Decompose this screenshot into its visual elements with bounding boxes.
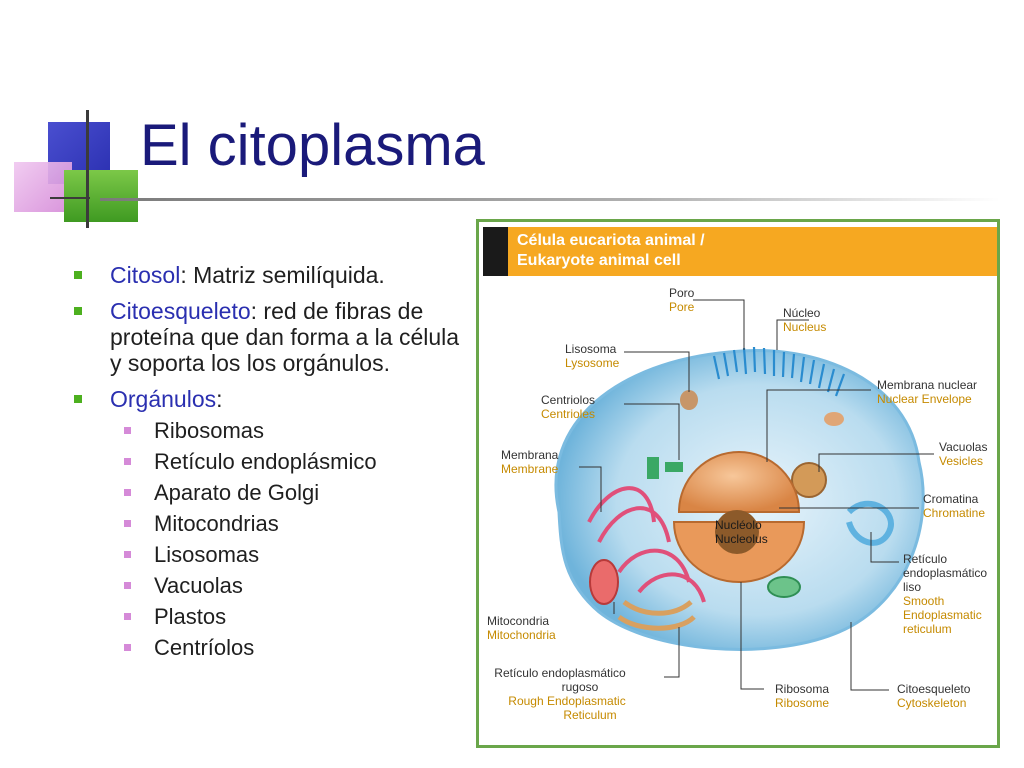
bullet-term: Citosol (110, 262, 181, 288)
green-bullet-icon (74, 307, 82, 315)
title-rule (100, 198, 1000, 201)
label-en: Nucleus (783, 320, 827, 334)
label-en: Mitochondria (487, 628, 556, 642)
bullet-term: Orgánulos (110, 386, 217, 412)
pink-bullet-icon (124, 551, 131, 558)
label-en: Pore (669, 300, 695, 314)
label-es: Ribosoma (775, 682, 830, 696)
sub-bullet-text: Ribosomas (154, 418, 265, 443)
slide-title: El citoplasma (140, 113, 485, 178)
pink-bullet-icon (124, 613, 131, 620)
cell-figure: Célula eucariota animal / Eukaryote anim… (476, 219, 1000, 748)
bullet-text: : red de fibras de proteína que dan form… (110, 298, 460, 376)
decor-vertical-line (86, 110, 89, 228)
sub-bullet-text: Plastos (154, 604, 227, 629)
label-en: Chromatine (923, 506, 986, 520)
pink-bullet-icon (124, 489, 131, 496)
sub-bullet-text: Vacuolas (154, 573, 243, 598)
sub-bullet: Aparato de Golgi (74, 480, 474, 505)
sub-bullet: Plastos (74, 604, 474, 629)
label-reticulo-rugoso: Retículo endoplasmático rugoso Rough End… (485, 666, 635, 722)
label-en: Rough Endoplasmatic (508, 694, 626, 708)
label-es: Retículo (903, 552, 948, 566)
bullet-organulos: Orgánulos: (74, 386, 474, 412)
figure-header-bar (483, 227, 508, 276)
label-en: Reticulum (563, 708, 617, 722)
sub-bullet: Centríolos (74, 635, 474, 660)
sub-bullet: Ribosomas (74, 418, 474, 443)
sub-bullet: Vacuolas (74, 573, 474, 598)
figure-title-es: Célula eucariota animal / (517, 232, 705, 249)
pink-bullet-icon (124, 520, 131, 527)
label-es: rugoso (561, 680, 599, 694)
label-en: Membrane (501, 462, 559, 476)
green-bullet-icon (74, 395, 82, 403)
pink-bullet-icon (124, 458, 131, 465)
label-es: Cromatina (923, 492, 979, 506)
label-es: Retículo endoplasmático (494, 666, 626, 680)
label-es: liso (903, 580, 922, 594)
figure-title: Célula eucariota animal / Eukaryote anim… (517, 231, 705, 271)
label-es: Poro (669, 286, 695, 300)
cell-illustration (554, 299, 934, 691)
decor-short-line (50, 197, 90, 199)
label-es: Nucléolo (715, 518, 762, 532)
bullet-term: Citoesqueleto (110, 298, 251, 324)
bullet-list: Citosol: Matriz semilíquida. Citoesquele… (74, 262, 474, 660)
label-es: Lisosoma (565, 342, 617, 356)
bullet-citosol: Citosol: Matriz semilíquida. (74, 262, 474, 288)
label-es: Membrana (501, 448, 559, 462)
label-es: Vacuolas (939, 440, 988, 454)
sub-bullet: Mitocondrias (74, 511, 474, 536)
pink-bullet-icon (124, 644, 131, 651)
label-es: endoplasmático (903, 566, 988, 580)
sub-bullet: Lisosomas (74, 542, 474, 567)
sub-bullet-text: Lisosomas (154, 542, 260, 567)
label-en: Lysosome (565, 356, 620, 370)
label-en: Nuclear Envelope (877, 392, 972, 406)
label-en: Vesicles (939, 454, 984, 468)
bullet-text: : Matriz semilíquida. (180, 262, 385, 288)
pink-bullet-icon (124, 427, 131, 434)
decor-pink-square (14, 162, 72, 212)
label-es: Centriolos (541, 393, 596, 407)
label-en: reticulum (903, 622, 952, 636)
sub-bullet-text: Mitocondrias (154, 511, 279, 536)
bullet-citoesqueleto: Citoesqueleto: red de fibras de proteína… (74, 298, 474, 376)
sub-bullet-text: Centríolos (154, 635, 255, 660)
sub-bullet-text: Retículo endoplásmico (154, 449, 377, 474)
label-en: Smooth (903, 594, 945, 608)
sub-bullet-text: Aparato de Golgi (154, 480, 320, 505)
sub-bullet: Retículo endoplásmico (74, 449, 474, 474)
label-es: Núcleo (783, 306, 821, 320)
label-en: Cytoskeleton (897, 696, 967, 710)
label-es: Citoesqueleto (897, 682, 971, 696)
green-bullet-icon (74, 271, 82, 279)
bullet-text: : (216, 386, 223, 412)
cell-body (554, 346, 925, 651)
label-en: Nucleolus (715, 532, 768, 546)
label-es: Mitocondria (487, 614, 550, 628)
figure-title-en: Eukaryote animal cell (517, 252, 681, 269)
label-es: Membrana nuclear (877, 378, 978, 392)
figure-header: Célula eucariota animal / Eukaryote anim… (483, 227, 997, 276)
label-en: Centrioles (541, 407, 596, 421)
label-en: Ribosome (775, 696, 830, 710)
label-en: Endoplasmatic (903, 608, 982, 622)
decor-green-square (64, 170, 138, 222)
label-reticulo-liso: Retículo endoplasmático liso Smooth Endo… (903, 552, 987, 636)
pink-bullet-icon (124, 582, 131, 589)
